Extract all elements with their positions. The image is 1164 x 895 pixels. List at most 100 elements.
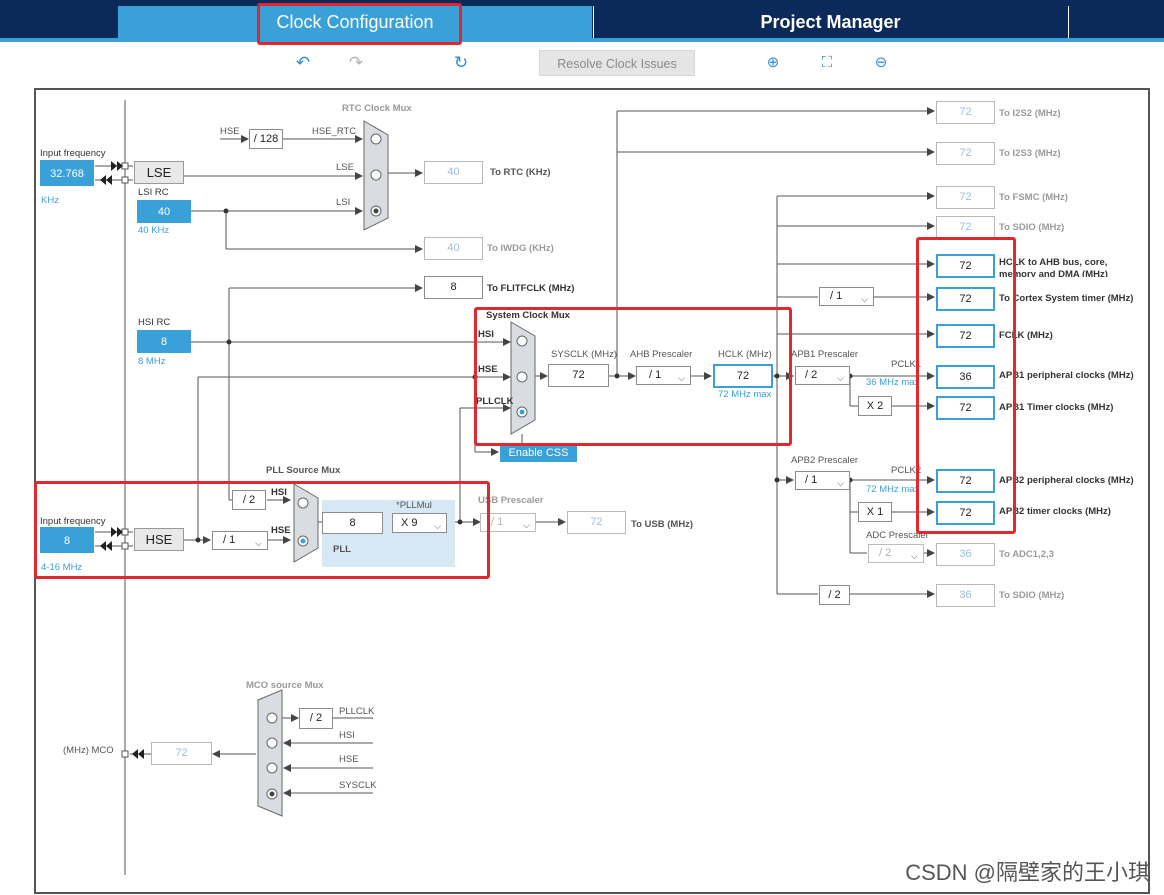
pll-hsi-div: / 2 (232, 490, 266, 510)
rtc-hse-div: / 128 (249, 129, 283, 149)
fclk-output: 72 (936, 324, 995, 348)
fit-screen-icon[interactable]: ⛶ (821, 54, 833, 71)
apb2-timer-output: 72 (936, 501, 995, 525)
mco-mux-title: MCO source Mux (246, 680, 324, 691)
pll-label: PLL (333, 544, 351, 555)
undo-icon[interactable]: ↶ (295, 53, 311, 72)
apb1-timer-output: 72 (936, 396, 995, 420)
sdio-divider: / 2 (819, 585, 850, 605)
lsi-unit: 40 KHz (138, 225, 170, 236)
tab-pinout[interactable] (0, 6, 116, 42)
apb2-timer-output-label: APB2 timer clocks (MHz) (999, 506, 1111, 517)
hse-block: HSE (134, 528, 184, 551)
rtc-output-label: To RTC (KHz) (490, 167, 551, 178)
adc-output: 36 (936, 543, 995, 566)
resolve-clock-issues-button[interactable]: Resolve Clock Issues (539, 50, 695, 76)
sdio-output-label: To SDIO (MHz) (999, 222, 1065, 233)
flitfclk-output: 8 (424, 276, 483, 299)
apb1-peripheral-output: 36 (936, 365, 995, 389)
cortex-timer-output-label: To Cortex System timer (MHz) (999, 293, 1134, 304)
sysmux-pllclk-label: PLLCLK (476, 396, 514, 407)
pll-hse-label: HSE (271, 525, 291, 536)
redo-icon[interactable]: ↷ (348, 53, 364, 72)
sysclk-label: SYSCLK (MHz) (551, 349, 617, 360)
mco-output: 72 (151, 742, 212, 765)
pll-mul-select[interactable]: X 9⌵ (392, 513, 447, 533)
adc-prescaler-select[interactable]: / 2⌵ (868, 544, 924, 563)
i2s3-output: 72 (936, 142, 995, 165)
apb2-prescaler-label: APB2 Prescaler (791, 455, 859, 466)
apb2-prescaler-select[interactable]: / 1⌵ (795, 471, 850, 490)
hse-unit: 4-16 MHz (41, 562, 83, 573)
lse-input-label: Input frequency (40, 148, 106, 159)
lse-unit: KHz (41, 195, 59, 206)
usb-output-label: To USB (MHz) (631, 519, 694, 530)
fsmc-output-label: To FSMC (MHz) (999, 192, 1068, 203)
pclk2-label: PCLK2 (891, 465, 922, 476)
i2s2-output: 72 (936, 101, 995, 124)
usb-prescaler-label: USB Prescaler (478, 495, 544, 506)
hclk-input[interactable]: 72 (713, 364, 773, 388)
hsi-value: 8 (137, 330, 191, 353)
lse-input-frequency[interactable]: 32.768 (40, 160, 94, 186)
sdio2-output: 36 (936, 584, 995, 607)
sdio2-output-label: To SDIO (MHz) (999, 590, 1065, 601)
hclk-ahb-output: 72 (936, 254, 995, 278)
apb2-peripheral-output: 72 (936, 469, 995, 493)
system-clock-mux-title: System Clock Mux (486, 310, 570, 321)
pll-source-mux-title: PLL Source Mux (266, 465, 341, 476)
hclk-label: HCLK (MHz) (718, 349, 772, 360)
apb2-timer-multiplier: X 1 (858, 502, 892, 522)
flitfclk-output-label: To FLITFCLK (MHz) (487, 283, 575, 294)
fsmc-output: 72 (936, 186, 995, 209)
usb-prescaler-select[interactable]: / 1⌵ (480, 513, 536, 532)
i2s2-output-label: To I2S2 (MHz) (999, 108, 1061, 119)
tab-underline (0, 38, 1164, 42)
rtc-hse-rtc-label: HSE_RTC (312, 126, 357, 137)
refresh-icon[interactable]: ↻ (453, 53, 469, 72)
sdio-output: 72 (936, 216, 995, 239)
zoom-out-icon[interactable]: ⊖ (874, 54, 888, 71)
hse-input-label: Input frequency (40, 516, 106, 527)
sysmux-hsi-label: HSI (478, 329, 494, 340)
ahb-prescaler-label: AHB Prescaler (630, 349, 693, 360)
watermark: CSDN @隔壁家的王小琪 (905, 860, 1150, 885)
apb1-timer-output-label: APB1 Timer clocks (MHz) (999, 402, 1114, 413)
hse-prediv-select[interactable]: / 1⌵ (212, 531, 268, 550)
sysclk-value: 72 (548, 364, 609, 387)
hse-input-frequency[interactable]: 8 (40, 527, 94, 553)
hclk-ahb-output-label: HCLK to AHB bus, core, memory and DMA (M… (999, 257, 1108, 277)
ahb-prescaler-select[interactable]: / 1⌵ (636, 366, 691, 385)
tab-project-manager[interactable]: Project Manager (593, 6, 1067, 42)
apb1-prescaler-select[interactable]: / 2⌵ (795, 366, 850, 385)
zoom-in-icon[interactable]: ⊕ (766, 54, 780, 71)
tab-tools[interactable] (1068, 6, 1164, 42)
rtc-mux-title: RTC Clock Mux (342, 103, 412, 114)
fclk-output-label: FCLK (MHz) (999, 330, 1053, 341)
i2s3-output-label: To I2S3 (MHz) (999, 148, 1061, 159)
lsi-value: 40 (137, 200, 191, 223)
lsi-title: LSI RC (138, 187, 169, 198)
enable-css-button[interactable]: Enable CSS (500, 445, 577, 462)
tab-clock-configuration[interactable]: Clock Configuration (118, 6, 592, 42)
mco-hse-label: HSE (339, 754, 359, 765)
apb1-max: 36 MHz max (866, 377, 920, 388)
mco-hsi-label: HSI (339, 730, 355, 741)
adc-prescaler-label: ADC Prescaler (866, 530, 929, 541)
mco-label: (MHz) MCO (63, 745, 114, 756)
pll-mul-label: *PLLMul (396, 500, 432, 511)
apb1-prescaler-label: APB1 Prescaler (791, 349, 859, 360)
mco-pllclk-div: / 2 (299, 708, 333, 729)
apb1-peripheral-output-label: APB1 peripheral clocks (MHz) (999, 370, 1134, 381)
hsi-unit: 8 MHz (138, 356, 166, 367)
cortex-timer-output: 72 (936, 287, 995, 311)
iwdg-output: 40 (424, 237, 483, 260)
rtc-lse-label: LSE (336, 162, 354, 173)
cortex-timer-div-select[interactable]: / 1⌵ (819, 287, 874, 306)
pll-hsi-label: HSI (271, 487, 287, 498)
rtc-hse-label: HSE (220, 126, 240, 137)
pll-input-value: 8 (322, 512, 383, 534)
sysmux-hse-label: HSE (478, 364, 498, 375)
adc-output-label: To ADC1,2,3 (999, 549, 1054, 560)
